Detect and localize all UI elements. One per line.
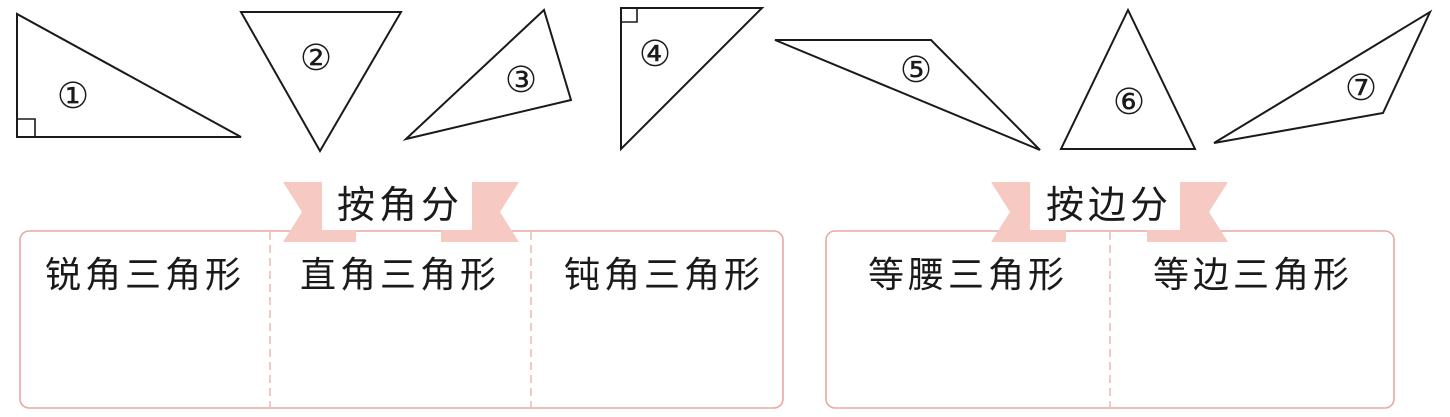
right-angle-mark-4 (621, 8, 638, 23)
triangle-7: ⑦ (1213, 9, 1433, 144)
by-angle-group: 按角分 锐角三角形 直角三角形 钝角三角形 (19, 178, 784, 409)
column-obtuse-triangle: 钝角三角形 (564, 255, 764, 296)
triangle-3-label: ③ (505, 60, 537, 101)
by-angle-ribbon (283, 178, 519, 242)
by-side-heading: 按边分 (1046, 183, 1172, 227)
by-angle-heading: 按角分 (337, 183, 463, 227)
triangle-4: ④ (620, 7, 765, 152)
triangle-1-label: ① (57, 76, 89, 117)
triangle-5: ⑤ (774, 39, 1041, 151)
by-side-ribbon (991, 178, 1228, 242)
column-isosceles-triangle: 等腰三角形 (868, 255, 1068, 296)
triangle-2-label: ② (300, 38, 332, 79)
triangle-2: ② (239, 11, 403, 154)
right-angle-mark-1 (17, 118, 36, 137)
triangle-5-label: ⑤ (900, 50, 932, 91)
triangle-6-label: ⑥ (1113, 82, 1145, 123)
column-acute-triangle: 锐角三角形 (45, 255, 245, 296)
column-right-triangle: 直角三角形 (300, 255, 500, 296)
by-side-group: 按边分 等腰三角形 等边三角形 (825, 178, 1395, 409)
by-side-box (825, 230, 1395, 409)
by-angle-box (19, 230, 784, 409)
column-equilateral-triangle: 等边三角形 (1153, 255, 1353, 296)
triangle-3: ③ (402, 8, 573, 141)
triangle-4-label: ④ (639, 34, 671, 75)
triangle-1: ① (16, 12, 242, 138)
triangle-6: ⑥ (1059, 7, 1197, 150)
triangle-7-label: ⑦ (1345, 68, 1377, 109)
